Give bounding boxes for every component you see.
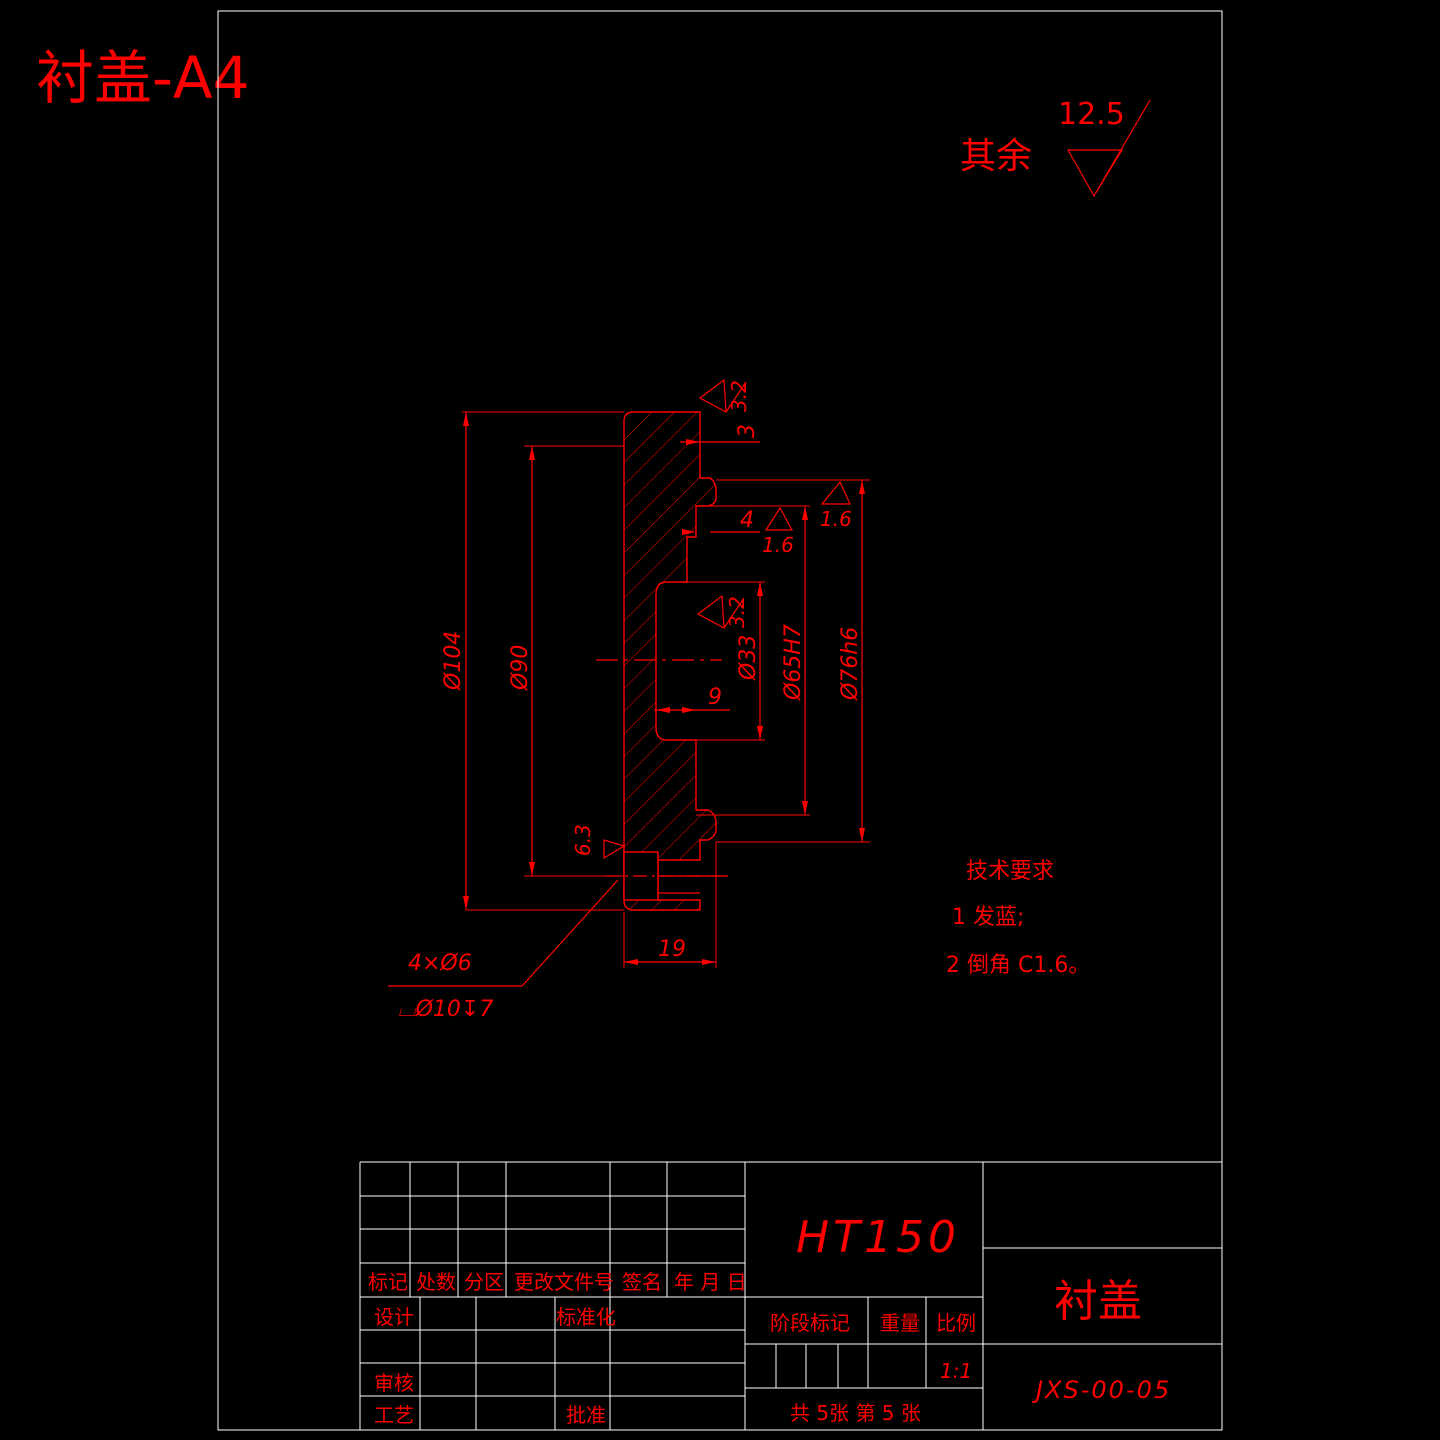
standardize-label: 标准化	[556, 1305, 616, 1329]
dim-text-d90: Ø90	[508, 645, 533, 691]
roughness-triangle-icon	[696, 594, 745, 630]
scale-label: 比例	[936, 1311, 976, 1335]
tech-req-item: 2 倒角 C1.6。	[946, 953, 1090, 978]
roughness-value-hole: 6.3	[571, 824, 595, 856]
sheet-count: 共 5张 第 5 张	[790, 1401, 921, 1425]
dim-text-d65: Ø65H7	[781, 624, 806, 701]
part-section-hatched	[623, 411, 717, 911]
stage-label: 阶段标记	[770, 1311, 850, 1335]
revision-header-sign: 签名	[622, 1270, 662, 1294]
material-name: HT150	[796, 1212, 960, 1263]
dim-text-d76: Ø76h6	[838, 627, 863, 701]
hole-callout: 4×Ø6 ⌴Ø10↧7	[388, 879, 619, 1022]
revision-header-date: 年 月 日	[674, 1270, 747, 1294]
dim-text-step3: 3	[735, 424, 760, 438]
roughness-triangle-icon	[698, 378, 747, 414]
roughness-triangle-icon	[764, 506, 794, 531]
hole-callout-line1: 4×Ø6	[408, 951, 472, 976]
dim-text-width19: 19	[658, 937, 686, 962]
roughness-triangle-icon	[820, 480, 851, 505]
roughness-triangle-icon	[1066, 99, 1151, 198]
approve-label: 批准	[566, 1403, 606, 1427]
roughness-value-top: 3.2	[727, 380, 751, 412]
dim-text-d104: Ø104	[441, 631, 466, 691]
general-roughness-prefix: 其余	[960, 136, 1032, 177]
scale-value: 1:1	[940, 1359, 972, 1383]
process-label: 工艺	[374, 1403, 414, 1427]
roughness-value-bore: 3.2	[725, 596, 749, 628]
part-section-view	[462, 411, 870, 968]
tech-req-item: 1 发蓝;	[952, 905, 1024, 930]
technical-requirements: 技术要求 1 发蓝; 2 倒角 C1.6。	[946, 859, 1090, 978]
weight-label: 重量	[880, 1311, 920, 1335]
revision-header-doc: 更改文件号	[514, 1270, 614, 1294]
dim-text-depth9: 9	[708, 685, 722, 710]
roughness-triangle-icon	[603, 839, 626, 860]
dim-text-d33: Ø33	[736, 635, 761, 681]
drawing-frame	[217, 10, 1223, 1431]
hole-callout-line2: ⌴Ø10↧7	[398, 997, 493, 1022]
revision-header-mark: 标记	[368, 1270, 408, 1294]
general-roughness-value: 12.5	[1058, 97, 1125, 132]
tech-req-title: 技术要求	[966, 859, 1054, 884]
roughness-value-step: 1.6	[762, 533, 794, 557]
general-roughness-symbol: 其余 12.5	[960, 97, 1151, 198]
revision-header-count: 处数	[416, 1270, 456, 1294]
roughness-value-d76: 1.6	[820, 507, 852, 531]
design-label: 设计	[374, 1305, 414, 1329]
title-block	[359, 1161, 1222, 1430]
part-name: 衬盖	[1054, 1276, 1142, 1327]
dimension-arrowheads	[463, 412, 865, 965]
drawing-number: JXS-00-05	[1032, 1376, 1171, 1404]
revision-header-zone: 分区	[464, 1270, 504, 1294]
sheet-title: 衬盖-A4	[36, 44, 250, 112]
dim-text-step4: 4	[740, 508, 754, 533]
review-label: 审核	[374, 1371, 414, 1395]
